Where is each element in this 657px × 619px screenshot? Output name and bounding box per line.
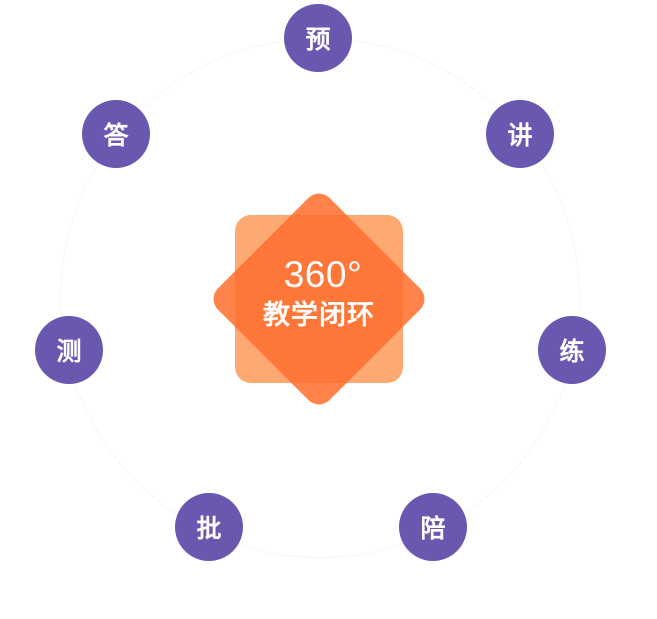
node-preview[interactable]: 预 <box>284 4 352 72</box>
center-degree: 360° <box>283 254 363 295</box>
center-text: 360° 教学闭环 <box>206 186 432 412</box>
node-grade[interactable]: 批 <box>175 493 243 561</box>
node-lecture[interactable]: 讲 <box>486 100 554 168</box>
center-subtitle: 教学闭环 <box>263 300 375 331</box>
node-answer[interactable]: 答 <box>82 100 150 168</box>
node-practice[interactable]: 练 <box>538 316 606 384</box>
node-accompany[interactable]: 陪 <box>399 493 467 561</box>
center-badge: 360° 教学闭环 <box>206 186 432 412</box>
node-test[interactable]: 测 <box>35 316 103 384</box>
